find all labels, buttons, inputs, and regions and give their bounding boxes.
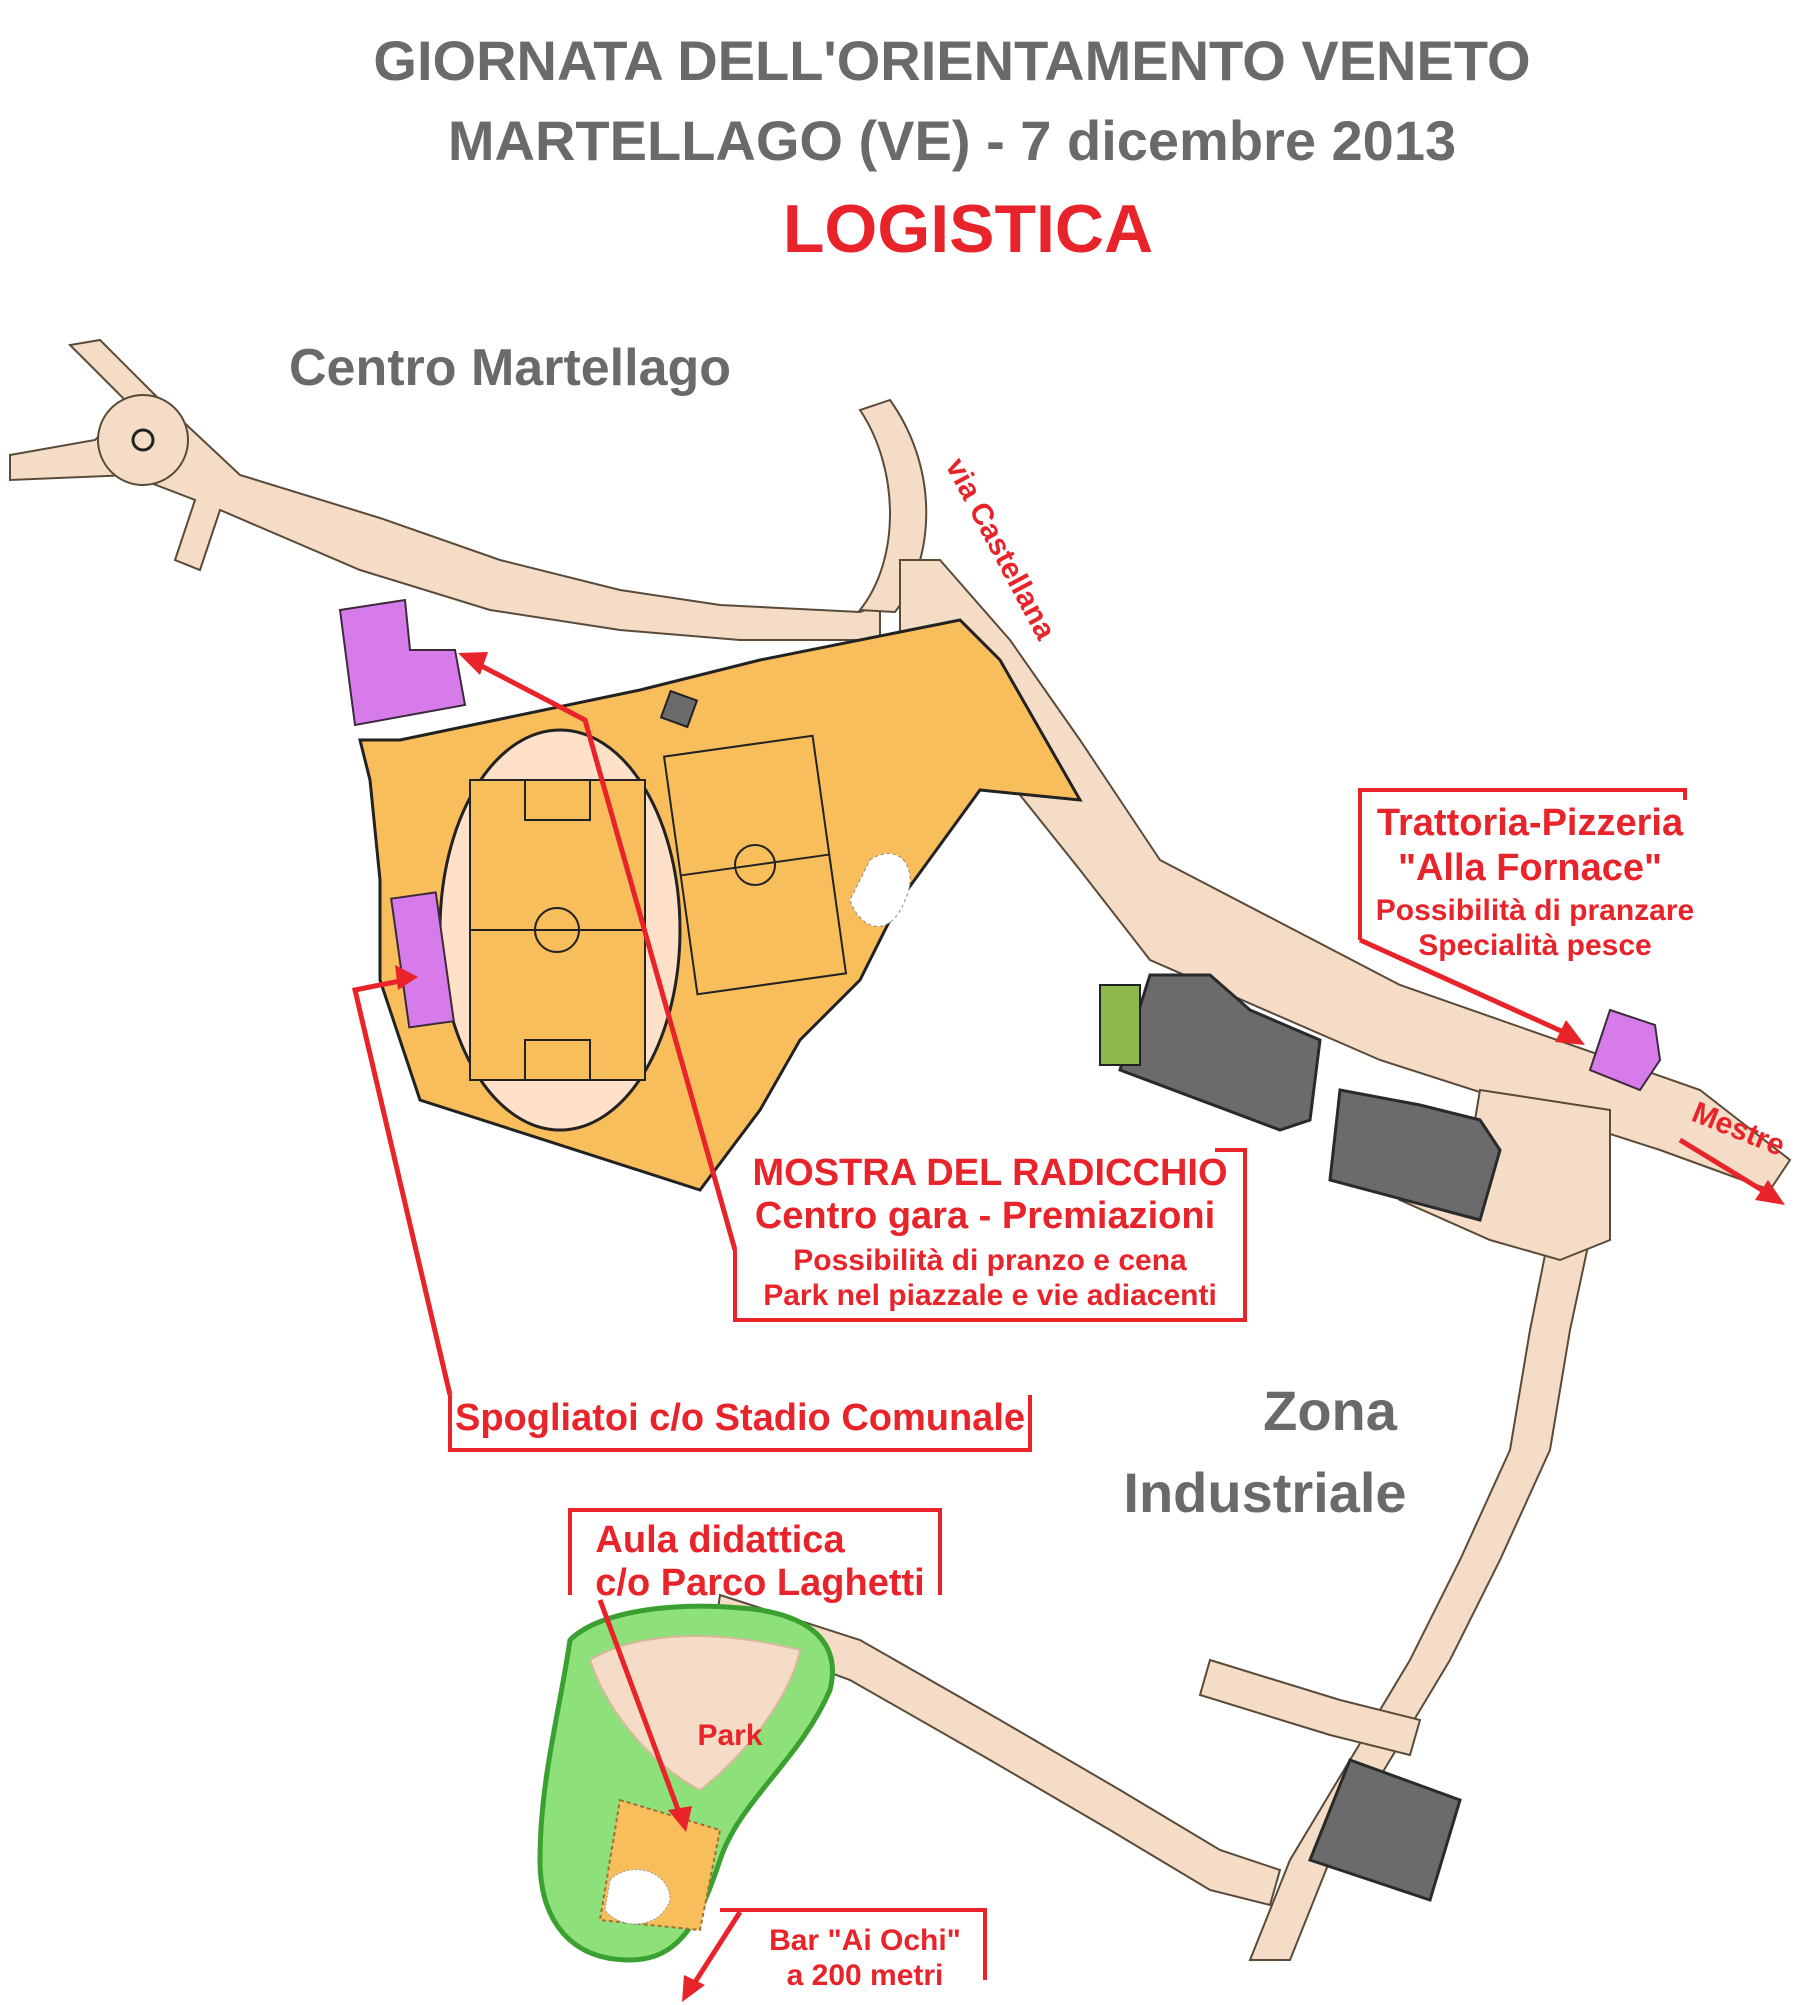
road-industrial-cross [1198,1658,1422,1757]
arrow-aula [597,1599,683,1816]
trattoria-line-3: Possibilità di pranzare [1376,894,1694,927]
industrial-building-1 [1118,973,1322,1132]
bar-line-2: a 200 metri [787,1959,944,1992]
trattoria-line-4: Specialità pesce [1418,929,1651,962]
callout-spogliatoi-frame [448,1395,1032,1452]
callout-trattoria-frame [1358,788,1687,940]
small-building-kiosk [659,689,699,729]
title-line-2: MARTELLAGO (VE) - 7 dicembre 2013 [448,109,1456,172]
callout-aula-frame [568,1508,942,1595]
bar-line-1: Bar "Ai Ochi" [769,1924,961,1957]
pitch-second-halfway [680,853,830,877]
label-industriale: Industriale [1123,1461,1406,1524]
label-centro-martellago: Centro Martellago [289,339,731,397]
park-label: Park [697,1719,762,1752]
arrow-bar [687,1910,743,1992]
title-line-3: LOGISTICA [783,191,1153,267]
mostra-line-1: MOSTRA DEL RADICCHIO [753,1152,1228,1194]
header: GIORNATA DELL'ORIENTAMENTO VENETO MARTEL… [373,29,1530,267]
callout-spogliatoi: Spogliatoi c/o Stadio Comunale [351,965,1032,1452]
parco-laghetti: Park [537,1603,835,1963]
pitch-main-box-top [524,779,591,821]
small-building-green [1099,984,1141,1066]
sports-area [358,618,1083,1192]
trattoria-line-1: Trattoria-Pizzeria [1377,802,1684,844]
callout-trattoria: Trattoria-Pizzeria "Alla Fornace" Possib… [1358,788,1694,1045]
title-line-1: GIORNATA DELL'ORIENTAMENTO VENETO [373,29,1530,92]
roundabout-west-center [131,428,155,452]
pitch-main-box-bottom [524,1039,591,1081]
mostra-line-4: Park nel piazzale e vie adiacenti [763,1279,1217,1312]
roundabout-west [97,394,189,486]
park-pond-area [604,1869,671,1925]
arrow-aula-head [668,1806,692,1832]
pitch-main-center-circle [534,907,580,953]
arrow-mestre-head [1755,1180,1785,1205]
trattoria-line-2: "Alla Fornace" [1398,847,1662,889]
clearing-white [849,853,911,927]
pitch-second-center-circle [734,844,776,886]
mostra-line-3: Possibilità di pranzo e cena [793,1244,1187,1277]
industrial-building-3 [1308,1758,1462,1902]
road-network [9,338,1792,1961]
park-parking-area [588,1635,802,1792]
trattoria-building [1588,1008,1662,1092]
arrow-trattoria [1358,937,1572,1038]
arrow-mostra [468,657,738,1251]
industrial-building-2 [1328,1088,1502,1222]
arrow-mostra-head [458,652,488,675]
arrow-trattoria-head [1555,1020,1585,1045]
spogliatoi-line-1: Spogliatoi c/o Stadio Comunale [455,1397,1025,1439]
label-zona: Zona [1263,1379,1398,1442]
aula-line-2: c/o Parco Laghetti [595,1562,924,1604]
mostra-building [338,598,467,727]
arrow-spogliatoi-head [395,965,418,990]
callout-mostra: MOSTRA DEL RADICCHIO Centro gara - Premi… [458,652,1247,1322]
aula-line-1: Aula didattica [595,1519,845,1561]
arrow-spogliatoi [351,977,453,1396]
callout-bar: Bar "Ai Ochi" a 200 metri [682,1908,987,2002]
callout-bar-frame [720,1908,987,1980]
callout-mostra-frame [733,1148,1247,1322]
callout-aula: Aula didattica c/o Parco Laghetti [568,1508,942,1832]
road-to-park [713,1593,1282,1907]
arrow-mestre [1678,1137,1772,1198]
buildings [338,598,1662,1902]
mostra-line-2: Centro gara - Premiazioni [755,1195,1215,1237]
arrow-bar-head [682,1975,705,2002]
spogliatoi-building [390,891,455,1029]
